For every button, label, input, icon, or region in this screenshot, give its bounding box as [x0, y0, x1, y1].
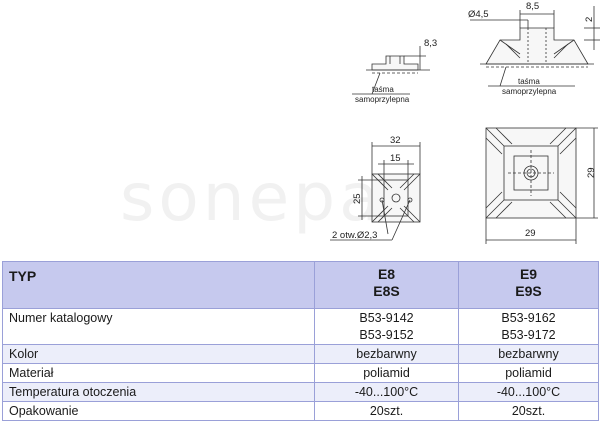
header-typ: TYP: [2, 261, 315, 309]
header-e8-line2: E8S: [373, 283, 400, 299]
header-e9-line1: E9: [519, 266, 538, 282]
label-tape-large-line1: taśma: [518, 77, 540, 86]
cell-value: -40...100°C: [458, 382, 599, 402]
table-row-material: Materiał poliamid poliamid: [2, 363, 599, 383]
cell-catalog-e9: B53-9162 B53-9172: [458, 308, 599, 345]
table-row-color: Kolor bezbarwny bezbarwny: [2, 344, 599, 364]
cell-value: bezbarwny: [458, 344, 599, 364]
technical-drawings: sonepar: [120, 1, 600, 244]
header-model-e8: E8 E8S: [314, 261, 459, 309]
cell-catalog-e8: B53-9142 B53-9152: [314, 308, 459, 345]
catalog-number: B53-9172: [501, 328, 556, 342]
dim-hole-diameter: Ø4,5: [468, 9, 489, 20]
cell-value: 20szt.: [458, 401, 599, 421]
row-label: Numer katalogowy: [2, 308, 315, 345]
watermark-text: sonepar: [120, 159, 415, 236]
dim-square-width: 29: [525, 228, 536, 239]
side-view-large: [470, 6, 600, 87]
row-label: Opakowanie: [2, 401, 315, 421]
header-e8-line1: E8: [377, 266, 396, 282]
header-model-e9: E9 E9S: [458, 261, 599, 309]
catalog-number: B53-9142: [359, 311, 414, 325]
dim-base-thickness: 2: [584, 17, 595, 22]
dim-holes-note: 2 otw.Ø2,3: [332, 230, 377, 241]
top-view-small: [330, 142, 421, 241]
cell-value: poliamid: [458, 363, 599, 383]
dim-inner-height: 25: [352, 193, 363, 204]
catalog-number: B53-9162: [501, 311, 556, 325]
table-row-packaging: Opakowanie 20szt. 20szt.: [2, 401, 599, 421]
row-label: Kolor: [2, 344, 315, 364]
catalog-number: B53-9152: [359, 328, 414, 342]
spec-table: TYP E8 E8S E9 E9S Numer katalogowy B53-9…: [2, 261, 599, 421]
dim-top-width: 8,5: [526, 1, 539, 12]
top-view-large: [485, 127, 598, 244]
dim-inner-width: 15: [390, 153, 401, 164]
table-row-temperature: Temperatura otoczenia -40...100°C -40...…: [2, 382, 599, 402]
table-header-row: TYP E8 E8S E9 E9S: [2, 261, 599, 309]
header-e9-line2: E9S: [515, 283, 542, 299]
dim-side-small-height: 8,3: [424, 38, 437, 49]
label-tape-small-line1: taśma: [372, 85, 394, 94]
label-tape-large-line2: samoprzylepna: [502, 87, 557, 96]
row-label: Materiał: [2, 363, 315, 383]
cell-value: 20szt.: [314, 401, 459, 421]
table-row-catalog: Numer katalogowy B53-9142 B53-9152 B53-9…: [2, 308, 599, 345]
label-tape-small-line2: samoprzylepna: [355, 95, 410, 104]
technical-drawings-svg: sonepar: [120, 1, 600, 244]
row-label: Temperatura otoczenia: [2, 382, 315, 402]
dim-square-height: 29: [586, 167, 597, 178]
cell-value: -40...100°C: [314, 382, 459, 402]
cell-value: bezbarwny: [314, 344, 459, 364]
side-view-small: [352, 46, 430, 95]
cell-value: poliamid: [314, 363, 459, 383]
dim-outer-width: 32: [390, 135, 401, 146]
